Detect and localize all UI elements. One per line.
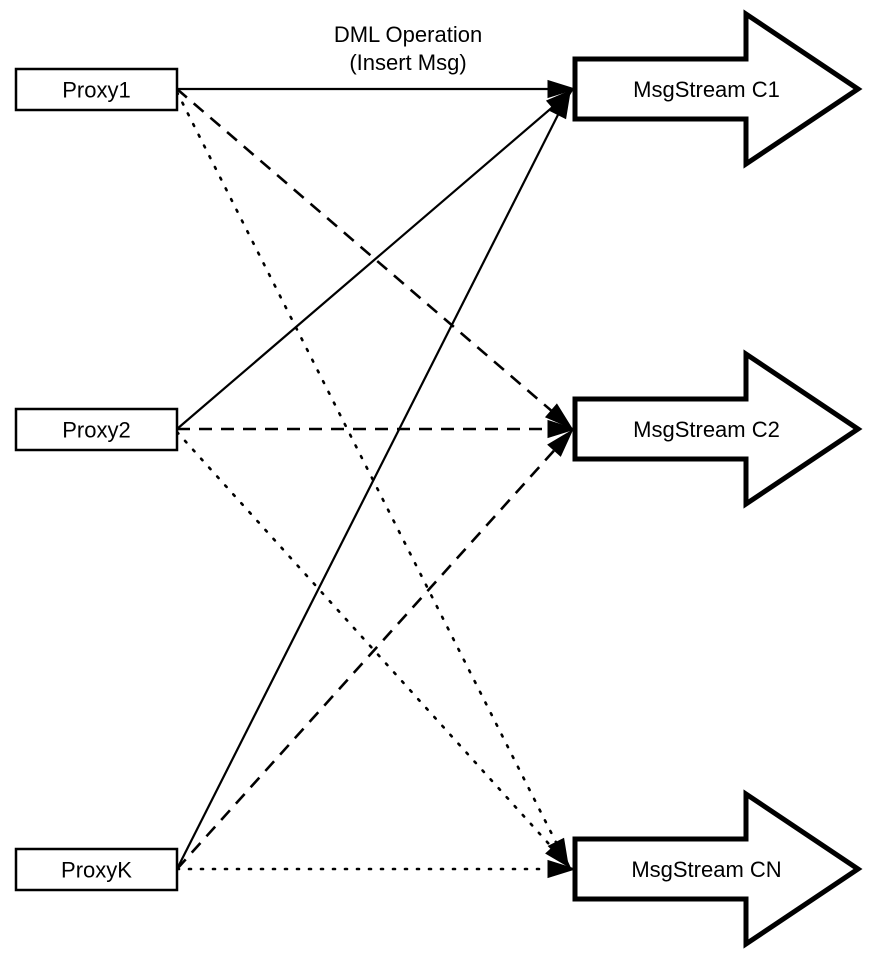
proxy-label-proxy1: Proxy1 [62, 78, 130, 103]
edge-label-line1: DML Operation [334, 22, 482, 47]
arrowhead-p1-c2 [544, 403, 574, 430]
proxy-node-proxyK[interactable]: ProxyK [14, 847, 179, 892]
proxy-box-proxyK [14, 847, 179, 892]
arrowhead-pk-cn [547, 859, 577, 879]
msgstream-label-c1: MsgStream C1 [633, 77, 780, 102]
msgstream-c1[interactable]: MsgStream C1 [572, 9, 863, 169]
connection-p2-cn [175, 430, 569, 866]
proxy-label-proxyK: ProxyK [61, 858, 132, 883]
arrowhead-p2-cn [545, 841, 572, 869]
connections-layer [175, 87, 572, 871]
connection-p1-cn [175, 90, 568, 864]
proxy-node-proxy2[interactable]: Proxy2 [14, 407, 179, 452]
proxy-label-proxy2: Proxy2 [62, 418, 130, 443]
arrowhead-pk-c1 [549, 89, 572, 120]
connection-p1-c2 [176, 88, 569, 426]
msgstream-cn[interactable]: MsgStream CN [572, 789, 863, 949]
msgstream-label-c2: MsgStream C2 [633, 417, 780, 442]
msgstream-label-cn: MsgStream CN [631, 857, 781, 882]
connection-pk-c1 [176, 94, 569, 870]
proxy-box-proxy1 [14, 67, 179, 112]
edge-label-line2: (Insert Msg) [349, 50, 466, 75]
streams-layer: MsgStream C1 MsgStream C2 MsgStream CN [572, 9, 863, 949]
proxy-node-proxy1[interactable]: Proxy1 [14, 67, 179, 112]
msgstream-arrow-shape-c1 [572, 9, 863, 169]
msgstream-arrow-shape-c2 [572, 349, 863, 509]
arrowhead-p2-c2 [547, 419, 577, 439]
edge-label: DML Operation (Insert Msg) [334, 22, 482, 75]
arrowhead-p1-c1 [547, 79, 577, 99]
arrowheads-layer [544, 79, 577, 879]
arrowhead-pk-c2 [547, 429, 574, 457]
msgstream-arrow-shape-cn [572, 789, 863, 949]
msgstream-c2[interactable]: MsgStream C2 [572, 349, 863, 509]
connection-p2-c1 [176, 92, 570, 430]
connection-pk-c2 [176, 433, 570, 870]
proxy-box-proxy2 [14, 407, 179, 452]
